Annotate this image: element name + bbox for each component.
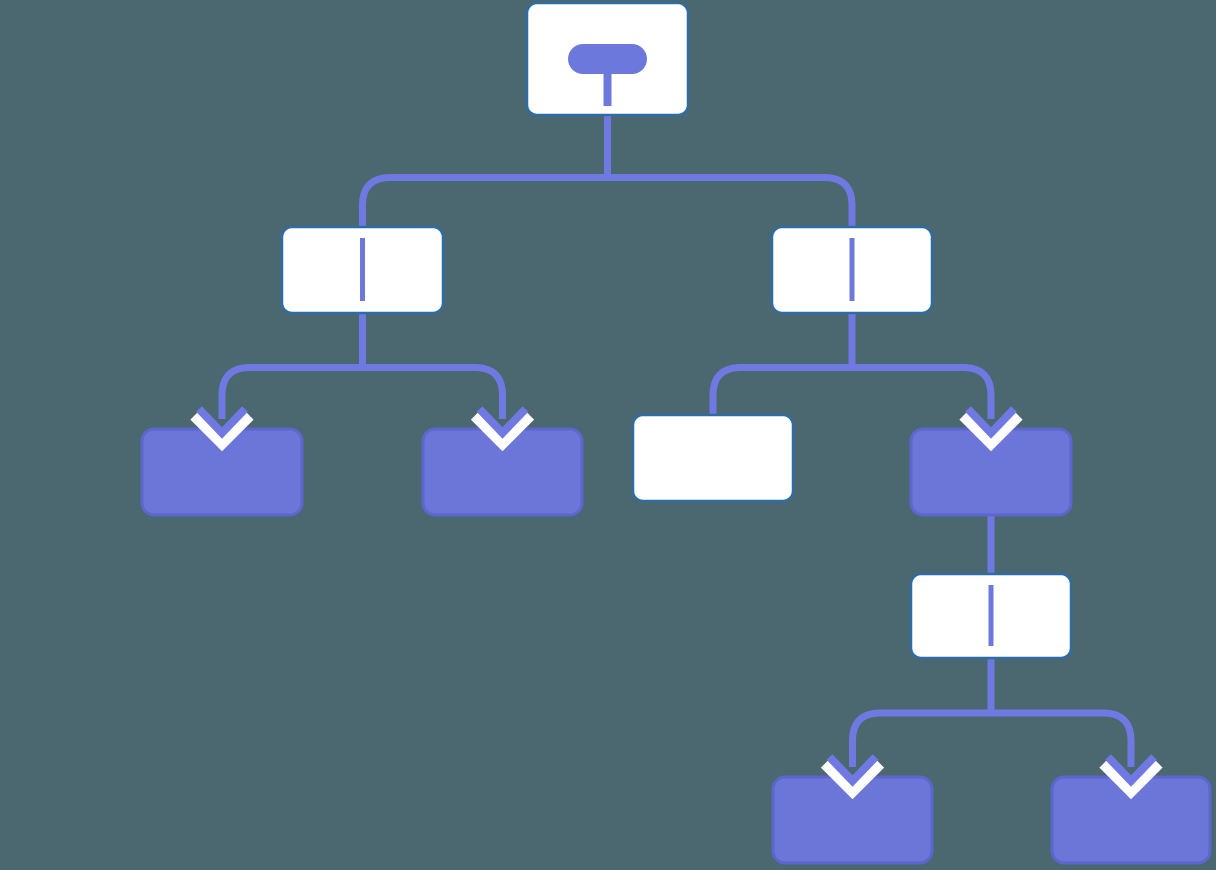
connector — [218, 364, 506, 419]
node-branch-right[interactable] — [770, 225, 934, 315]
arrowhead-layer — [190, 406, 1163, 800]
arrow-casing — [190, 410, 254, 452]
arrow-chevron — [1105, 754, 1157, 787]
arrow-chevron — [196, 406, 248, 439]
arrow-chevron — [965, 406, 1017, 439]
node-branch-lower[interactable] — [909, 572, 1073, 660]
arrow-chevron — [476, 406, 529, 439]
pill-placeholder — [568, 44, 647, 74]
arrow-down-icon — [190, 406, 254, 452]
node-empty-white[interactable] — [631, 413, 795, 503]
arrow-casing — [820, 758, 885, 800]
arrow-casing — [470, 410, 535, 452]
arrow-chevron — [826, 754, 879, 787]
connector — [359, 174, 856, 233]
node-branch-left[interactable] — [280, 225, 445, 315]
connector — [849, 709, 1135, 767]
node-root[interactable] — [525, 1, 690, 117]
arrow-casing — [959, 410, 1023, 452]
arrow-down-icon — [820, 754, 885, 800]
connector-layer — [218, 111, 1135, 767]
connector — [709, 364, 995, 421]
arrow-down-icon — [959, 406, 1023, 452]
arrow-casing — [1099, 758, 1163, 800]
pill-stem — [603, 73, 612, 106]
arrow-down-icon — [1099, 754, 1163, 800]
node-shape — [631, 413, 795, 503]
node-layer — [140, 1, 1212, 865]
arrow-down-icon — [470, 406, 535, 452]
